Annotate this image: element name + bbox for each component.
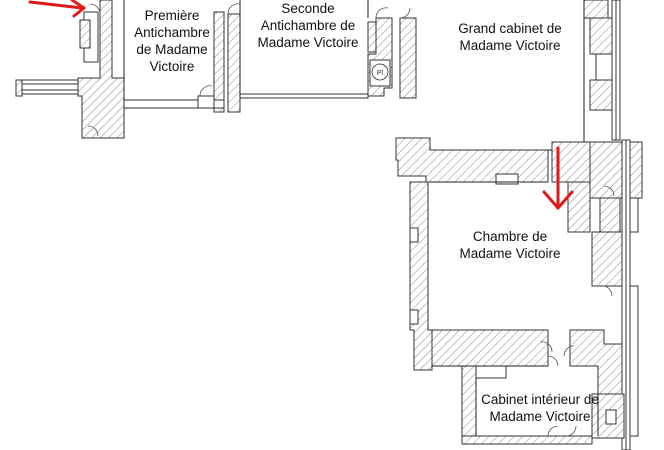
red-arrow-icon [542,146,574,210]
room-label-line: Antichambre de [260,18,356,33]
room-label-line: Antichambre [134,25,210,40]
room-label-line: Première [144,8,200,23]
room-label-seconde-antichambre: Seconde Antichambre de Madame Victoire [238,0,378,51]
room-label-line: Madame Victoire [459,38,561,53]
room-label-line: Madame Victoire [489,409,591,424]
room-outlines [123,0,599,436]
red-arrow-icon [28,0,86,18]
room-label-line: de Madame [136,42,208,57]
room-label-premiere-antichambre: Première Antichambre de Madame Victoire [112,7,232,75]
room-label-line: Victoire [149,59,195,74]
room-label-line: Madame Victoire [459,246,561,261]
east-exterior-wall [583,0,621,141]
room-label-line: Seconde [281,1,335,16]
door-swings [87,3,615,437]
room-label-cabinet-interieur: Cabinet intérieur de Madame Victoire [470,391,610,425]
pl-marker: Pl [371,63,389,81]
pl-text: Pl [377,70,384,77]
room-label-grand-cabinet: Grand cabinet de Madame Victoire [440,20,580,54]
room-label-chambre: Chambre de Madame Victoire [440,228,580,262]
room-label-line: Grand cabinet de [458,21,562,36]
room-label-line: Madame Victoire [257,35,359,50]
room-label-line: Cabinet intérieur de [481,392,599,407]
room-label-line: Chambre de [472,229,548,244]
